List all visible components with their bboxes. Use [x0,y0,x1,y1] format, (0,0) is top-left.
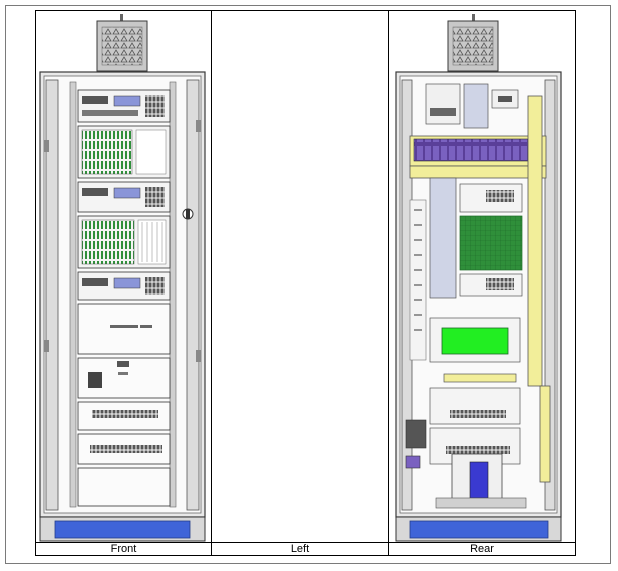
front-controller-unit-3 [77,271,171,301]
front-controller-unit-1 [77,89,171,123]
front-io-rack-1 [77,125,171,179]
column-divider-2 [388,10,389,556]
front-cabinet [39,14,206,542]
rear-din-rail-terminals [429,387,521,465]
front-roof-fan [96,14,148,72]
drawing-table [35,10,576,556]
rear-vertical-trunking [527,95,551,483]
front-terminal-row-2 [77,433,171,465]
front-power-panel [77,303,171,355]
caption-left: Left [290,543,310,555]
rear-power-supply-unit [435,453,527,509]
rear-roof-fan [447,14,499,72]
front-io-rack-2 [77,215,171,269]
front-terminal-row-1 [77,401,171,431]
outer-frame [5,5,611,564]
rear-terminal-block-strip [409,135,547,179]
front-blank-panel [77,467,171,507]
column-divider-1 [211,10,212,556]
rear-bright-green-module [429,317,521,363]
caption-row-divider [35,542,576,543]
caption-rear: Rear [470,543,494,555]
front-switch-panel [77,357,171,399]
rear-cabinet [395,14,562,542]
rear-green-io-board [459,183,523,297]
caption-front: Front [110,543,137,555]
front-plinth [39,516,206,542]
front-controller-unit-2 [77,181,171,213]
rear-plinth [395,516,562,542]
